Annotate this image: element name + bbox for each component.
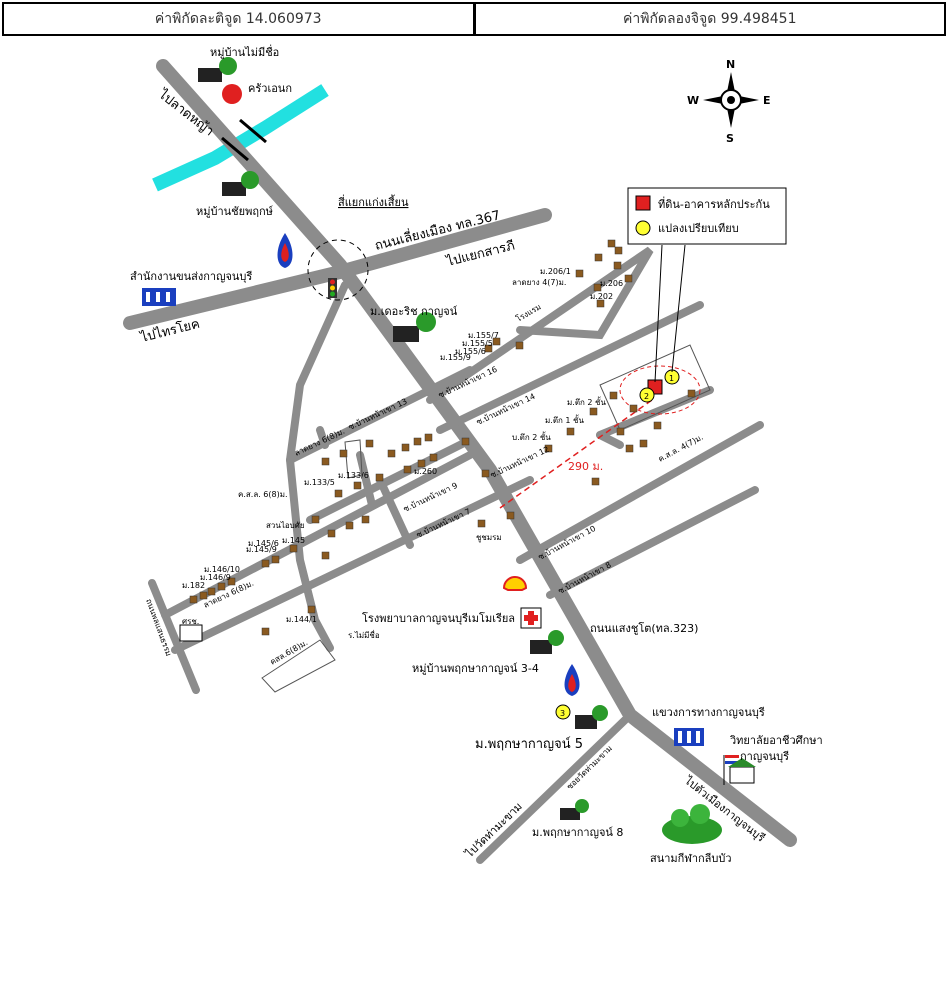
- latitude-label: ค่าพิกัดละติจูด 14.060973: [154, 11, 322, 27]
- legend: ที่ดิน-อาคารหลักประกัน แปลงเปรียบเทียบ: [627, 187, 787, 245]
- house-icons: [189, 239, 696, 636]
- restaurant-icon: [222, 84, 242, 104]
- label-intersection: สี่แยกแก่งเสี้ยน: [338, 194, 409, 209]
- svg-text:ม.146/10: ม.146/10: [204, 565, 240, 574]
- svg-text:ม.206: ม.206: [600, 279, 623, 288]
- legend-comparable-label: แปลงเปรียบเทียบ: [658, 222, 739, 235]
- label-lat-yang-4: ลาดยาง 4(7)ม.: [512, 278, 566, 287]
- subject-area: [619, 365, 701, 415]
- village-icon: [530, 630, 564, 654]
- label-nursery: ศรช.: [182, 617, 199, 626]
- bridge: [221, 118, 267, 162]
- label-pruksa-8: ม.พฤกษากาญจน์ 8: [532, 826, 623, 839]
- svg-text:ม.145/9: ม.145/9: [246, 545, 277, 554]
- label-college-2: กาญจนบุรี: [740, 750, 789, 763]
- label-soi-12: ซ.บ้านหน้าเขา 12: [489, 445, 551, 480]
- svg-text:ม.146/9: ม.146/9: [200, 573, 231, 582]
- label-soi-8: ซ.บ้านหน้าเขา 8: [557, 560, 613, 595]
- nursery-icon: [179, 624, 203, 642]
- svg-text:E: E: [763, 94, 771, 107]
- svg-text:ม.ตึก 1 ชั้น: ม.ตึก 1 ชั้น: [545, 414, 584, 425]
- svg-text:ม.182: ม.182: [182, 581, 205, 590]
- legend-comparable-swatch: [635, 220, 651, 236]
- village-icon: [560, 799, 589, 820]
- label-chai-pruek: หมู่บ้านชัยพฤกษ์: [196, 205, 273, 218]
- label-soi-7: ซ.บ้านหน้าเขา 7: [415, 507, 472, 540]
- svg-text:ม.202: ม.202: [590, 292, 613, 301]
- label-suan-lung: สวนไอบศัย: [266, 521, 305, 530]
- svg-text:ม.155/5: ม.155/5: [462, 339, 493, 348]
- coordinate-bar: ค่าพิกัดละติจูด 14.060973 ค่าพิกัดลองจิจ…: [2, 2, 946, 36]
- compass-icon: N S E W: [687, 58, 771, 145]
- svg-text:ม.155/7: ม.155/7: [468, 331, 499, 340]
- shell-station-icon: [502, 576, 528, 591]
- comparable-marker-1: 1: [664, 369, 680, 385]
- svg-text:ม.155/9: ม.155/9: [440, 353, 471, 362]
- svg-text:ม.145/6: ม.145/6: [248, 539, 279, 548]
- main-roads: [123, 59, 797, 847]
- distance-line: [499, 399, 653, 509]
- intersection-circle: [307, 239, 369, 301]
- school-flag-icon: [723, 755, 756, 785]
- label-hotel-chom: ชูชมรม: [476, 533, 502, 543]
- road-367: [123, 208, 552, 330]
- government-building-icon: [674, 728, 704, 746]
- label-pruksa-5: ม.พฤกษากาญจน์ 5: [475, 736, 583, 752]
- svg-text:S: S: [726, 132, 734, 145]
- label-kosol-6b: คสล.6(8)ม.: [269, 638, 310, 667]
- label-hotel: โรงแรม: [514, 301, 543, 323]
- label-soi-13: ซ.บ้านหน้าเขา 13: [347, 397, 409, 432]
- svg-text:ม.133/5: ม.133/5: [304, 478, 335, 487]
- svg-text:3: 3: [560, 709, 565, 718]
- plot-lines: [261, 344, 711, 693]
- label-kosol-6: ค.ส.ล. 6(8)ม.: [238, 490, 288, 499]
- gas-station-icon: [564, 664, 580, 696]
- label-road-323: ถนนแสงชูโต(ทล.323): [590, 621, 698, 635]
- svg-text:N: N: [726, 58, 735, 71]
- svg-text:2: 2: [644, 392, 649, 401]
- comparable-marker-2: 2: [639, 387, 655, 403]
- legend-subject-swatch: [635, 195, 651, 211]
- village-icon: [198, 57, 237, 82]
- village-icon: [222, 171, 259, 196]
- road-323: [156, 59, 797, 847]
- label-restaurant: ครัวเอนก: [248, 82, 292, 95]
- hospital-icon: [520, 607, 542, 629]
- svg-text:บ.ตึก 2 ชั้น: บ.ตึก 2 ชั้น: [512, 431, 551, 442]
- label-pruksa-3-4: หมู่บ้านพฤกษากาญจน์ 3-4: [412, 662, 539, 675]
- distance-label: 290 ม.: [568, 460, 603, 473]
- label-transport-office: สำนักงานขนส่งกาญจนบุรี: [130, 270, 252, 283]
- stadium-trees-icon: [662, 804, 722, 844]
- label-stadium: สนามกีฬากลีบบัว: [650, 852, 732, 865]
- comparable-marker-3: 3: [555, 704, 571, 720]
- label-pool: ร.ไม่มีชื่อ: [348, 629, 380, 640]
- secondary-roads: [148, 246, 764, 864]
- village-icon: [575, 705, 608, 729]
- svg-text:ม.260: ม.260: [414, 467, 437, 476]
- gas-station-icon: [277, 233, 293, 268]
- svg-text:ม.145: ม.145: [282, 536, 305, 545]
- svg-text:ม.144/1: ม.144/1: [286, 615, 317, 624]
- label-the-rich: ม.เดอะริช กาญจน์: [370, 305, 458, 318]
- svg-text:ม.ตึก 2 ชั้น: ม.ตึก 2 ชั้น: [567, 396, 606, 407]
- legend-leader: [654, 244, 663, 383]
- house-number-labels: ม.206/1 ม.206 ม.202 ม.155/7 ม.155/5 ม.15…: [182, 267, 623, 624]
- label-college-1: วิทยาลัยอาชีวศึกษา: [729, 734, 823, 747]
- svg-text:W: W: [687, 94, 699, 107]
- svg-text:ม.155/6: ม.155/6: [455, 347, 486, 356]
- legend-subject-label: ที่ดิน-อาคารหลักประกัน: [658, 196, 770, 211]
- svg-text:ม.206/1: ม.206/1: [540, 267, 571, 276]
- longitude-label: ค่าพิกัดลองจิจูด 99.498451: [472, 4, 945, 34]
- label-hospital: โรงพยาบาลกาญจนบุรีเมโมเรียล: [362, 611, 515, 625]
- village-icon: [393, 312, 436, 342]
- label-highway-office: แขวงการทางกาญจนบุรี: [652, 706, 765, 719]
- svg-text:ม.133/6: ม.133/6: [338, 471, 369, 480]
- svg-text:1: 1: [669, 374, 674, 383]
- government-building-icon: [142, 288, 176, 306]
- label-village-top: หมู่บ้านไม่มีชื่อ: [210, 44, 279, 59]
